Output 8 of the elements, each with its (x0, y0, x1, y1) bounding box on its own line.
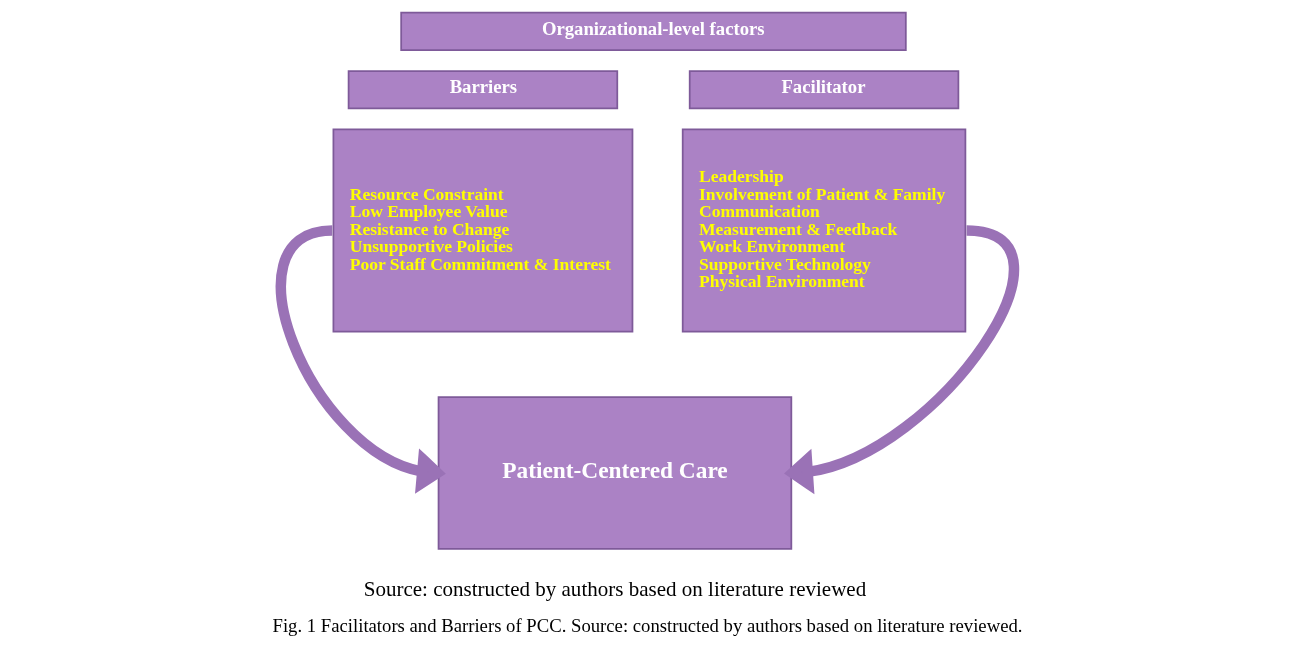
node-box: Leadership Involvement of Patient & Family Communication Measurement & Feedback Work Environment Supportive Technology Physical Environment (681, 128, 967, 333)
node-box: Patient-Centered Care (437, 396, 793, 550)
node-box: Resource Constraint Low Employee Value Resistance to Change Unsupportive Policies Poor Staff Commitment & Interest (332, 128, 634, 333)
node-box: Barriers (347, 70, 619, 110)
node-box: Facilitator (688, 70, 960, 110)
node-box: Organizational-level factors (400, 11, 907, 51)
label: Source: constructed by authors based on literature reviewed (363, 577, 867, 602)
caption: Fig. 1 Facilitators and Barriers of PCC. Source: constructed by authors based on literature reviewed. (272, 614, 1023, 636)
